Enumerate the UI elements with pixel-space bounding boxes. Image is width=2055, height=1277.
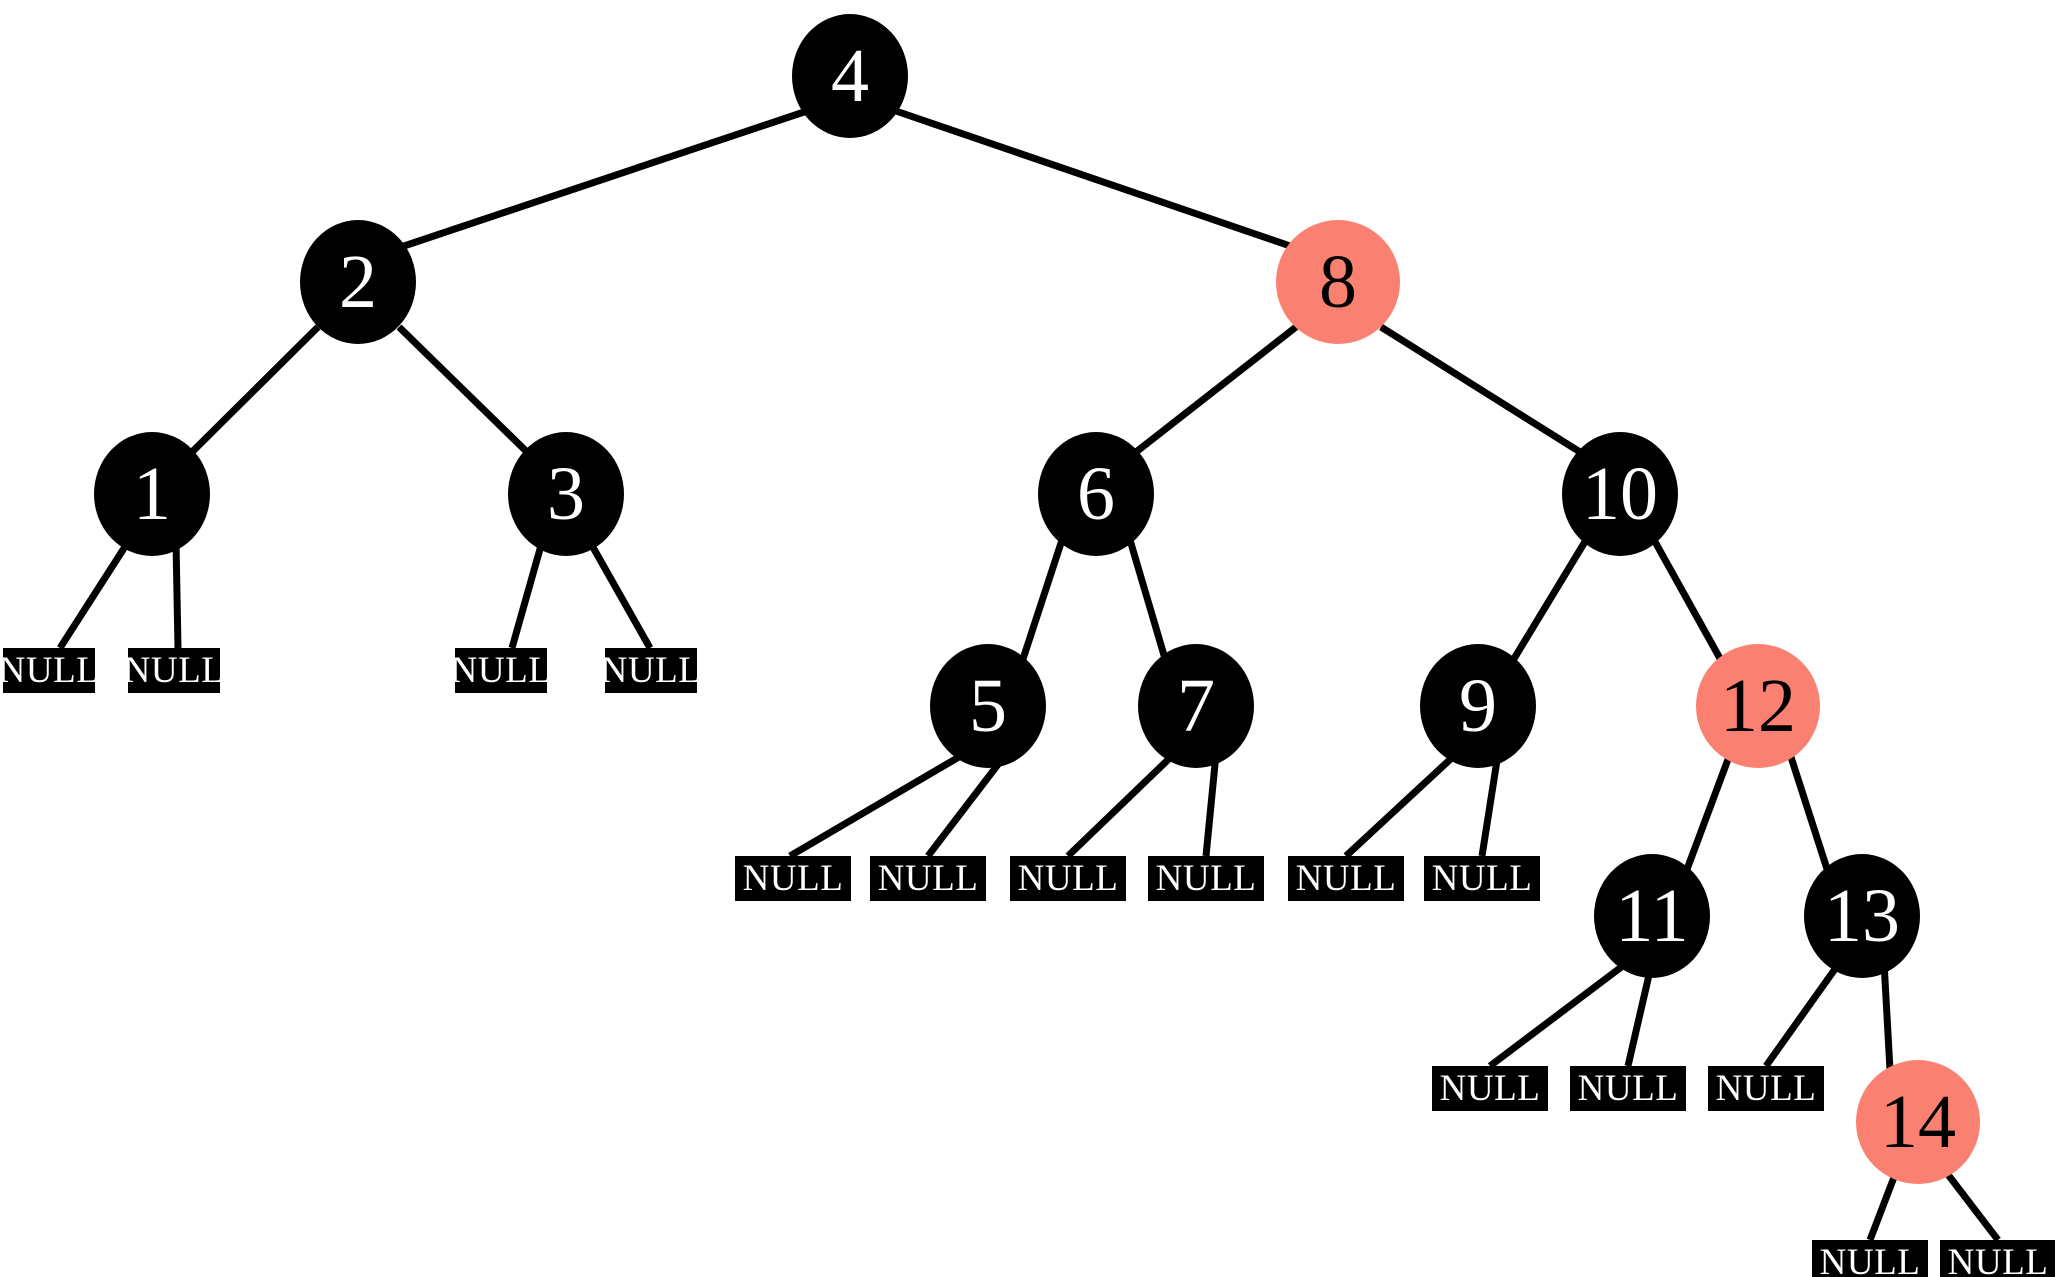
tree-null-leaf[interactable]: NULL [735,856,851,901]
tree-edge [57,540,131,650]
tree-node-3[interactable]: 3 [508,432,624,556]
tree-edge [1487,959,1631,1069]
tree-null-leaf[interactable]: NULL [0,648,99,693]
tree-node-14[interactable]: 14 [1856,1060,1980,1184]
tree-null-leaf[interactable]: NULL [870,856,986,901]
tree-edge [1018,538,1066,664]
tree-node-7[interactable]: 7 [1138,644,1254,768]
tree-node-label: 13 [1824,874,1900,958]
tree-node-label: 2 [339,240,377,324]
tree-node-4[interactable]: 4 [792,14,908,138]
tree-null-leaf[interactable]: NULL [1010,856,1126,901]
tree-null-leaf[interactable]: NULL [1570,1066,1686,1111]
tree-null-leaf[interactable]: NULL [1940,1240,2055,1277]
tree-null-leaf-label: NULL [123,650,225,691]
tree-null-leaf[interactable]: NULL [1288,856,1404,901]
tree-edge [508,541,546,649]
tree-null-leaf-label: NULL [1431,858,1533,899]
tree-edge [1786,752,1832,874]
tree-node-12[interactable]: 12 [1696,644,1820,768]
tree-node-5[interactable]: 5 [930,644,1046,768]
tree-edge [1763,959,1843,1069]
tree-null-leaf-label: NULL [1155,858,1257,899]
tree-edge [788,750,966,860]
tree-null-leaf-label: NULL [877,858,979,899]
tree-node-6[interactable]: 6 [1038,432,1154,556]
tree-null-leaf[interactable]: NULL [1432,1066,1548,1111]
tree-null-leaf[interactable]: NULL [1424,856,1540,901]
tree-edge [1133,324,1299,455]
tree-node-label: 1 [133,452,171,536]
tree-edge [1379,324,1582,455]
tree-node-label: 9 [1459,664,1497,748]
tree-node-label: 6 [1077,452,1115,536]
tree-null-leaf-label: NULL [1819,1242,1921,1277]
tree-edge [1509,538,1589,664]
tree-null-leaf[interactable]: NULL [451,648,551,693]
tree-edge [396,324,530,455]
tree-node-label: 4 [831,34,869,118]
tree-node-13[interactable]: 13 [1804,854,1920,978]
tree-null-leaf-label: NULL [1715,1068,1817,1109]
tree-edge [1126,539,1170,663]
tree-node-11[interactable]: 11 [1594,854,1710,978]
tree-null-leaf-label: NULL [0,650,100,691]
tree-node-9[interactable]: 9 [1420,644,1536,768]
tree-null-leaf-label: NULL [450,650,552,691]
tree-edge [1343,751,1459,859]
tree-null-leaf-label: NULL [1295,858,1397,899]
tree-edge [172,541,182,649]
tree-edge [1065,751,1177,859]
tree-edge [1682,752,1734,874]
tree-node-1[interactable]: 1 [94,432,210,556]
tree-node-label: 8 [1319,240,1357,324]
tree-null-leaf-label: NULL [742,858,844,899]
tree-null-leaf-label: NULL [1577,1068,1679,1109]
tree-null-leaf-label: NULL [1439,1068,1541,1109]
tree-edge [1866,1170,1900,1242]
tree-node-label: 5 [969,664,1007,748]
tree-edge [1202,753,1220,857]
tree-node-label: 14 [1880,1080,1956,1164]
tree-null-leaf[interactable]: NULL [601,648,701,693]
tree-edge [1650,538,1726,664]
tree-node-label: 7 [1177,664,1215,748]
tree-null-leaf[interactable]: NULL [1148,856,1264,901]
tree-node-label: 3 [547,452,585,536]
tree-node-label: 11 [1615,874,1689,958]
tree-null-leaf-label: NULL [600,650,702,691]
tree-null-leaf-label: NULL [1017,858,1119,899]
tree-edge [1624,961,1656,1067]
tree-node-8[interactable]: 8 [1276,220,1400,344]
tree-edge [925,751,1009,859]
tree-edge [189,324,321,455]
tree-edge [586,540,654,650]
tree-edge [1478,753,1502,857]
tree-null-leaf-label: NULL [1947,1242,2049,1277]
tree-edge [1880,961,1894,1071]
tree-node-label: 10 [1582,452,1658,536]
tree-node-2[interactable]: 2 [300,220,416,344]
tree-edge [891,106,1298,252]
tree-node-label: 12 [1720,664,1796,748]
tree-node-10[interactable]: 10 [1562,432,1678,556]
tree-edge [396,106,812,252]
tree-edge [1943,1169,2001,1243]
tree-null-leaf[interactable]: NULL [124,648,224,693]
tree-null-leaf[interactable]: NULL [1708,1066,1824,1111]
tree-null-leaf[interactable]: NULL [1812,1240,1928,1277]
